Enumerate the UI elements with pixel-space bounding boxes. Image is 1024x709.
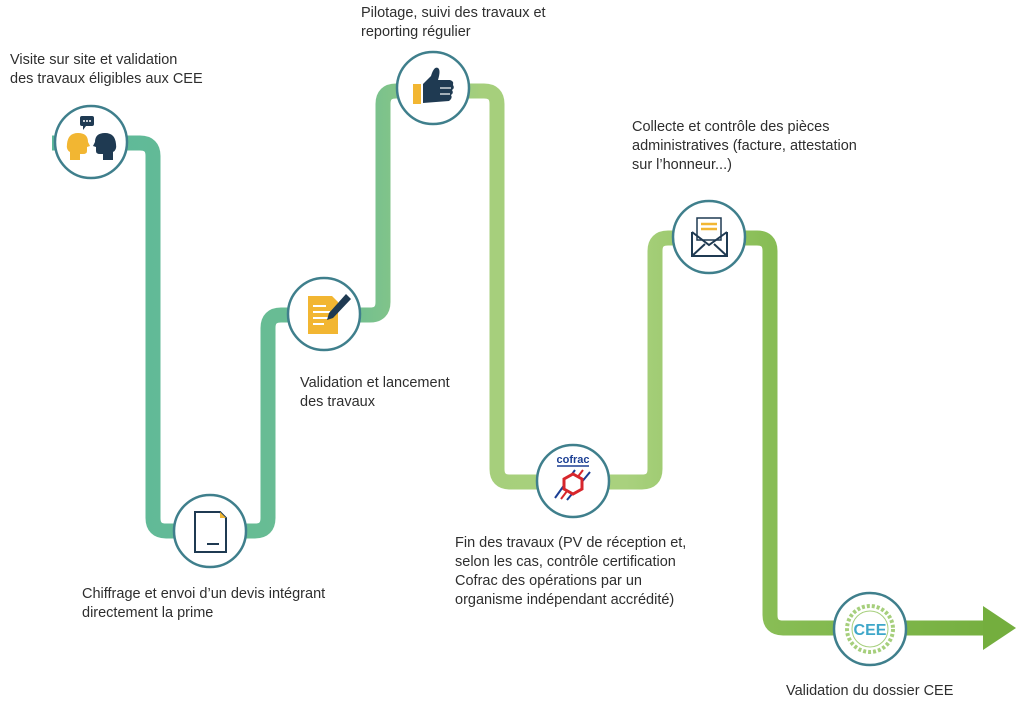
cofrac-logo-icon: cofrac bbox=[554, 454, 591, 501]
step-visit-label: Visite sur site et validation des travau… bbox=[10, 52, 203, 87]
thumbs-up-icon bbox=[413, 67, 454, 104]
people-talking-icon bbox=[66, 116, 117, 160]
step-documents-label: Collecte et contrôle des pièces administ… bbox=[632, 119, 857, 173]
contract-signing-icon bbox=[308, 294, 351, 334]
arrow-head bbox=[983, 606, 1016, 650]
cee-badge-text: CEE bbox=[854, 622, 887, 639]
envelope-letter-icon bbox=[691, 217, 728, 257]
step-quote-label: Chiffrage et envoi d’un devis intégrant … bbox=[82, 586, 326, 621]
cee-badge-icon: CEE bbox=[845, 604, 895, 654]
step-launch-label: Validation et lancement des travaux bbox=[300, 375, 450, 410]
step-visit-node bbox=[53, 104, 129, 180]
cofrac-logo-text: cofrac bbox=[556, 454, 589, 466]
step-monitoring-label: Pilotage, suivi des travaux et reporting… bbox=[361, 5, 546, 40]
step-launch-node bbox=[286, 276, 362, 352]
step-monitoring-node bbox=[395, 50, 471, 126]
step-end-of-works-node: cofrac bbox=[535, 443, 611, 519]
document-icon bbox=[194, 511, 227, 553]
step-end-of-works-label: Fin des travaux (PV de réception et, sel… bbox=[455, 535, 687, 608]
step-documents-node bbox=[671, 199, 747, 275]
step-validation-label: Validation du dossier CEE bbox=[786, 683, 954, 699]
step-validation-node: CEE bbox=[832, 591, 908, 667]
step-quote-node bbox=[172, 493, 248, 569]
